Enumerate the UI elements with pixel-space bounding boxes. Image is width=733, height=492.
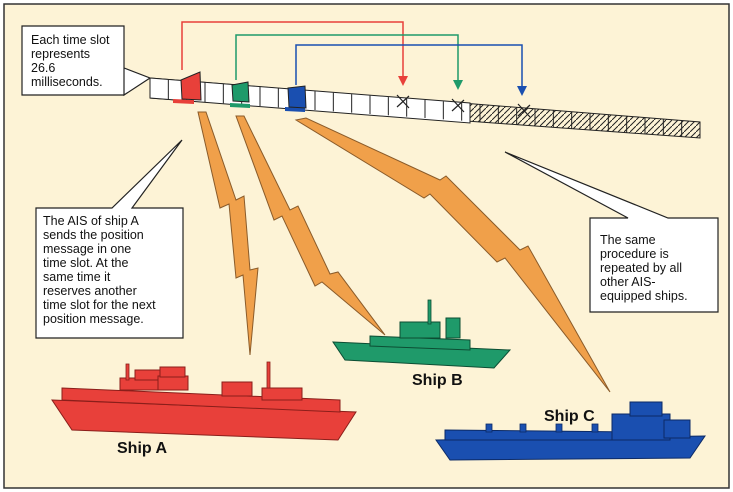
- callout-line: The same: [600, 233, 656, 247]
- ship-c-label: Ship C: [544, 408, 595, 425]
- reserved-slot-x-icon: [517, 103, 531, 118]
- ship-c: [435, 401, 706, 461]
- callout-line: The AIS of ship A: [43, 214, 139, 228]
- slot-ship-a: [173, 99, 194, 104]
- ship-b-label: Ship B: [412, 372, 463, 389]
- callout-line: equipped ships.: [600, 289, 688, 303]
- lightning-bolts: [197, 111, 611, 393]
- reserved-slot-x-icon: [396, 94, 410, 109]
- callout-line: same time it: [43, 270, 111, 284]
- callout-time-slot-text: Each time slot represents 26.6 milliseco…: [31, 33, 110, 89]
- lightning-bolt-icon: [197, 111, 259, 356]
- callout-same-procedure-text: The same procedure is repeated by all ot…: [600, 233, 688, 303]
- callout-line: other AIS-: [600, 275, 656, 289]
- callout-ship-a-text: The AIS of ship A sends the position mes…: [43, 214, 156, 326]
- callout-line: time slot for the next: [43, 298, 156, 312]
- message-ship-a: [180, 71, 202, 101]
- callout-line: repeated by all: [600, 261, 683, 275]
- callout-line: message in one: [43, 242, 132, 256]
- arrow-down-icon: [453, 80, 463, 90]
- callout-same-procedure: [504, 151, 719, 313]
- ship-a-label: Ship A: [117, 440, 168, 457]
- callout-line: time slot. At the: [43, 256, 129, 270]
- lightning-bolt-icon: [235, 115, 386, 336]
- time-slot-strip: [149, 71, 701, 139]
- slot-ship-c: [285, 107, 305, 112]
- callout-line: reserves another: [43, 284, 137, 298]
- callout-line: 26.6: [31, 61, 56, 75]
- ship-a: [51, 361, 357, 441]
- reserved-slot-x-icons: [396, 94, 531, 118]
- arrow-down-icon: [398, 76, 408, 86]
- callout-line: milliseconds.: [31, 75, 103, 89]
- arrow-down-icon: [517, 86, 527, 96]
- lightning-bolt-icon: [294, 117, 611, 393]
- callout-line: Each time slot: [31, 33, 110, 47]
- message-ship-b: [231, 81, 250, 103]
- reservation-arrow-c: [295, 44, 523, 88]
- slot-ship-b: [230, 103, 250, 108]
- reservation-arrow-b: [235, 34, 459, 82]
- callout-time-slot: [21, 25, 152, 97]
- reservation-arrow-a: [181, 21, 404, 78]
- reserved-slot-x-icon: [451, 98, 465, 113]
- callout-line: sends the position: [43, 228, 144, 242]
- callout-line: represents: [31, 47, 91, 61]
- message-ship-c: [287, 85, 307, 109]
- ship-b: [332, 299, 512, 369]
- callout-line: position message.: [43, 312, 144, 326]
- reservation-arrows: [181, 21, 523, 88]
- callout-ship-a: [35, 139, 184, 339]
- callout-line: procedure is: [600, 247, 669, 261]
